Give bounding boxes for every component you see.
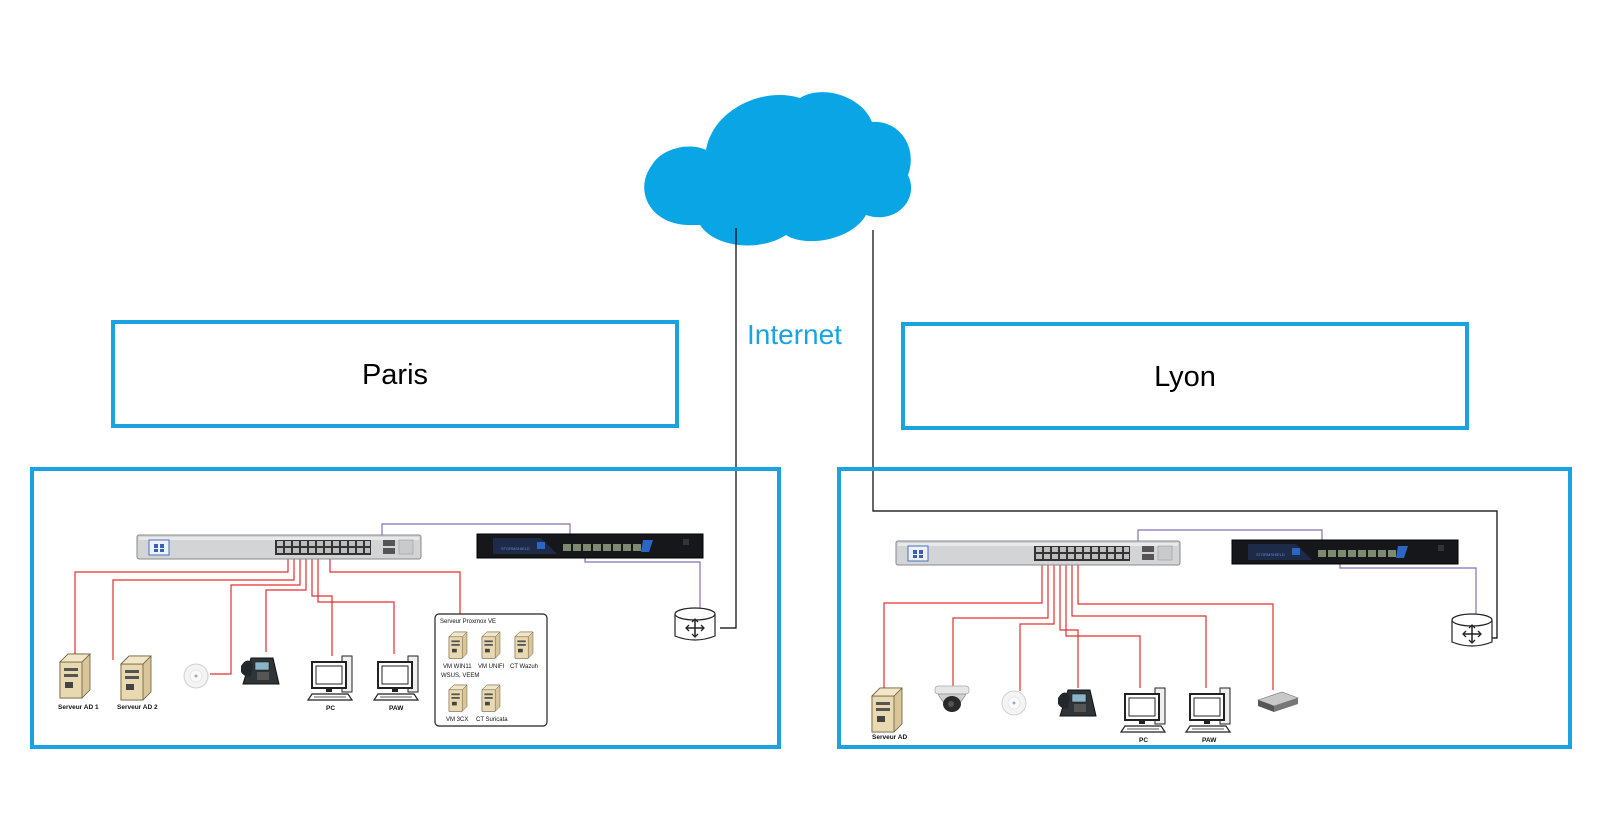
paris-ad1-label: Serveur AD 1: [58, 704, 99, 711]
paris-paw-label: PAW: [389, 705, 404, 712]
lyon-ad-label: Serveur AD: [872, 734, 907, 741]
lyon-router-icon: [1451, 613, 1493, 647]
paris-network: Serveur AD 1 Serveur AD 2 PC PAW Serveur…: [58, 523, 716, 727]
lyon-firewall-router-link: [1339, 564, 1477, 614]
lyon-small-switch-icon: [1257, 691, 1299, 713]
paris-server-ad2-icon: [120, 655, 152, 701]
paris-firewall-icon: [476, 533, 704, 559]
ct-suricata-icon: [481, 684, 501, 712]
vm-unifi-icon: [481, 631, 501, 659]
lyon-site-box: [837, 467, 1572, 749]
paris-firewall-router-link: [584, 558, 701, 608]
internet-label: Internet: [747, 319, 842, 350]
lyon-firewall-icon: [1231, 539, 1459, 565]
lyon-server-ad-icon: [871, 687, 903, 733]
lyon-lan-links: [883, 564, 1274, 691]
lyon-pc-label: PC: [1139, 737, 1148, 744]
lyon-core-switch-icon: [895, 540, 1181, 566]
vm-note-label: WSUS, VEEM: [441, 673, 479, 679]
paris-lan-links: [74, 558, 461, 675]
paris-site-box: [30, 467, 781, 749]
lyon-network: Serveur AD PC PAW: [871, 529, 1493, 744]
ct-wazuh-icon: [514, 631, 534, 659]
lyon-wifi-ap-icon: [1001, 690, 1027, 716]
paris-server-ad1-icon: [59, 653, 91, 699]
vm-3cx-icon: [448, 684, 468, 712]
lyon-paw-label: PAW: [1202, 737, 1217, 744]
ct-wazuh-label: CT Wazuh: [510, 664, 538, 670]
lyon-wan-link: [872, 230, 1498, 639]
lyon-ip-phone-icon: [1057, 689, 1097, 717]
paris-core-switch-icon: [136, 534, 422, 560]
paris-pc-label: PC: [326, 705, 335, 712]
paris-pc-icon: [307, 655, 353, 701]
lyon-camera-icon: [934, 685, 970, 713]
lyon-title: Lyon: [1154, 361, 1216, 393]
paris-switch-firewall-link: [381, 523, 571, 540]
lyon-title-box: [901, 322, 1469, 430]
vm-win11-icon: [448, 631, 468, 659]
lyon-pc-icon: [1120, 687, 1166, 733]
paris-ip-phone-icon: [240, 657, 280, 685]
wan-links: [720, 228, 1498, 639]
proxmox-title: Serveur Proxmox VE: [440, 619, 496, 625]
ct-suricata-label: CT Suricata: [476, 717, 508, 723]
paris-paw-icon: [373, 655, 419, 701]
lyon-paw-icon: [1185, 687, 1231, 733]
paris-router-icon: [674, 607, 716, 641]
vm-unifi-label: VM UNIFI: [478, 664, 505, 670]
vm-3cx-label: VM 3CX: [446, 717, 468, 723]
paris-ad2-label: Serveur AD 2: [117, 704, 158, 711]
paris-wifi-ap-icon: [183, 663, 209, 689]
paris-proxmox-box: Serveur Proxmox VE VM WIN11 VM UNIFI CT …: [434, 613, 548, 727]
lyon-switch-firewall-link: [1137, 529, 1323, 545]
paris-title-box: [111, 320, 679, 428]
paris-wan-link: [720, 228, 737, 629]
internet-cloud-icon: [644, 92, 912, 246]
paris-title: Paris: [362, 359, 428, 391]
vm-win11-label: VM WIN11: [443, 664, 472, 670]
